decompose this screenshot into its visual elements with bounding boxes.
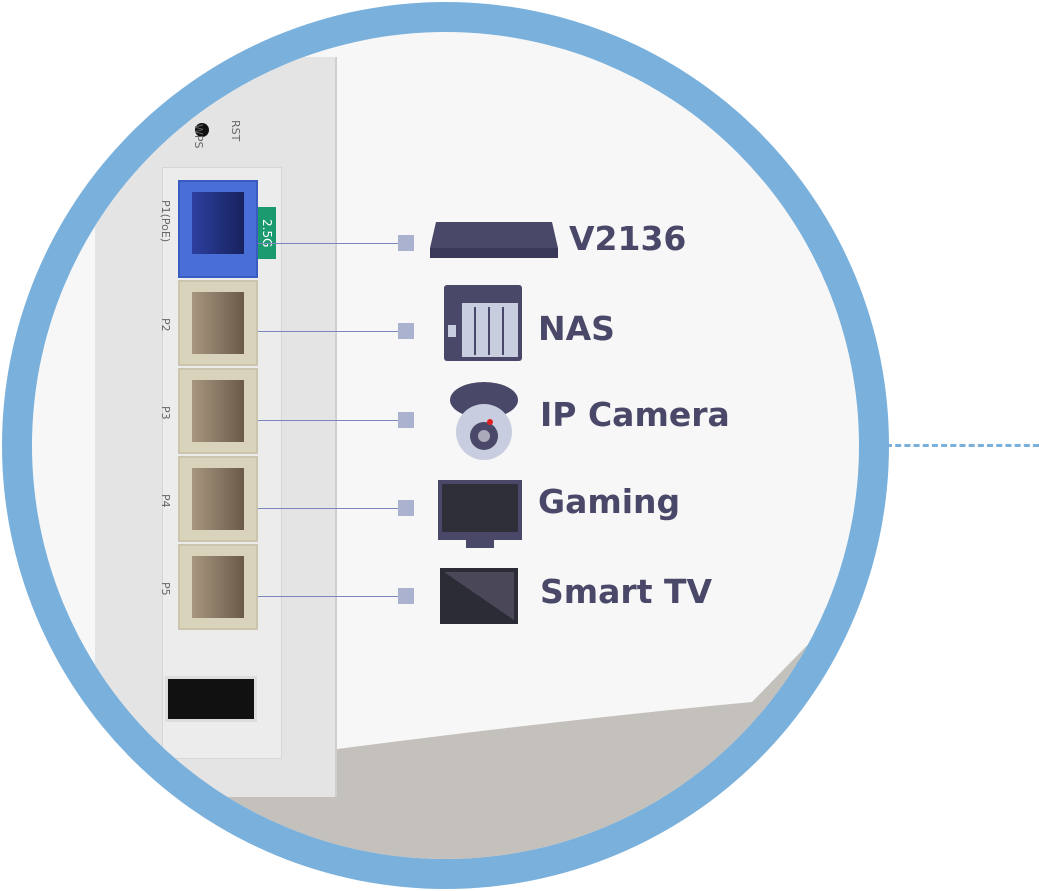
port-p3 — [178, 368, 258, 454]
speed-badge: 2.5G — [258, 207, 276, 259]
connector-square — [398, 588, 414, 604]
connector-square — [398, 323, 414, 339]
rst-label: RST — [229, 120, 242, 142]
port-label: P5 — [159, 582, 172, 596]
device-name: V2136 — [569, 219, 687, 258]
connector-square — [398, 235, 414, 251]
device-name: Smart TV — [540, 572, 713, 611]
port-p5 — [178, 544, 258, 630]
port-label: P4 — [159, 494, 172, 508]
connector-line — [258, 243, 398, 244]
port-p1 — [178, 180, 258, 278]
connector-line — [258, 420, 398, 421]
connector-line — [258, 508, 398, 509]
wps-label: WPS — [192, 124, 205, 149]
device-name: Gaming — [538, 482, 681, 521]
reset-button — [195, 123, 209, 137]
monitor-icon — [438, 480, 522, 548]
camera-icon — [450, 382, 518, 460]
device-name: IP Camera — [540, 395, 730, 434]
usb-port — [165, 676, 257, 722]
port-label: P2 — [159, 318, 172, 332]
connector-line — [258, 331, 398, 332]
dashed-connector — [886, 444, 1039, 447]
nas-icon — [444, 285, 522, 361]
connector-line — [258, 596, 398, 597]
port-p4 — [178, 456, 258, 542]
tv-icon — [440, 568, 518, 624]
connector-square — [398, 412, 414, 428]
port-p2 — [178, 280, 258, 366]
port-label: P1(PoE) — [159, 200, 172, 243]
connector-square — [398, 500, 414, 516]
device-name: NAS — [538, 309, 615, 348]
port-label: P3 — [159, 406, 172, 420]
router-icon — [430, 222, 558, 258]
